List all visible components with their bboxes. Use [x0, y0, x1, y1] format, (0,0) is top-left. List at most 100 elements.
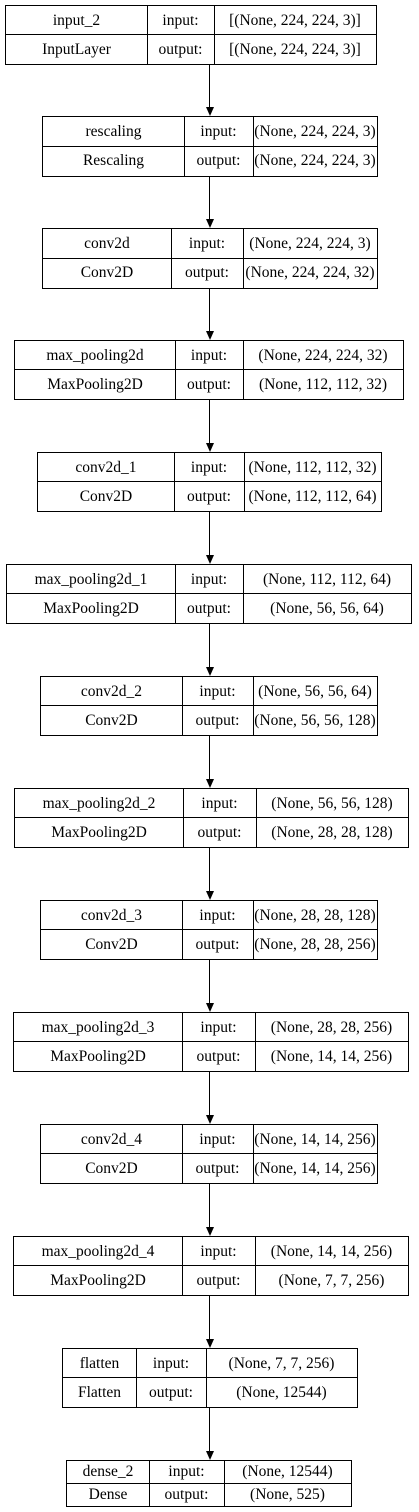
cell-divider	[183, 789, 184, 818]
input-shape: (None, 7, 7, 256)	[228, 1354, 335, 1372]
cell-divider	[184, 146, 185, 176]
input-label: input:	[201, 794, 238, 812]
input-shape: (None, 28, 28, 128)	[254, 906, 376, 924]
input-label: input:	[168, 1463, 205, 1481]
input-label: input:	[162, 11, 199, 29]
output-label: output:	[158, 40, 203, 58]
layer-type: Conv2D	[80, 264, 134, 282]
layer-row-output: Conv2D output: (None, 56, 56, 128)	[41, 705, 377, 735]
output-shape: (None, 28, 28, 256)	[254, 935, 376, 953]
connector-line	[209, 960, 210, 1003]
cell-divider	[256, 818, 257, 847]
output-shape: (None, 28, 28, 128)	[271, 823, 393, 841]
cell-divider	[253, 1154, 254, 1183]
output-shape: (None, 224, 224, 32)	[245, 264, 375, 282]
cell-divider	[253, 117, 254, 147]
layer-name: conv2d_1	[75, 458, 137, 476]
output-label: output:	[187, 487, 231, 505]
output-shape: (None, 525)	[250, 1485, 325, 1503]
cell-divider	[255, 1013, 256, 1042]
connector-line	[209, 65, 210, 107]
layer-type: Rescaling	[82, 152, 145, 170]
input-label: input:	[190, 570, 228, 588]
output-label: output:	[196, 152, 241, 170]
output-label: output:	[196, 1271, 241, 1289]
layer-name: max_pooling2d_3	[41, 1018, 155, 1036]
cell-divider	[182, 1042, 183, 1071]
cell-divider	[147, 6, 148, 35]
input-shape: (None, 14, 14, 256)	[270, 1242, 393, 1260]
layer-name: rescaling	[85, 122, 142, 140]
cell-divider	[255, 1042, 256, 1071]
output-shape: (None, 14, 14, 256)	[254, 1159, 376, 1177]
output-label: output:	[185, 264, 229, 282]
connector-line	[209, 1072, 210, 1115]
layer-name: dense_2	[82, 1463, 134, 1481]
input-label: input:	[199, 1130, 236, 1148]
cell-divider	[214, 35, 215, 64]
arrow-head-icon	[205, 331, 214, 340]
output-shape: (None, 14, 14, 256)	[270, 1047, 393, 1065]
input-label: input:	[200, 1018, 237, 1036]
layer-name: max_pooling2d	[46, 346, 144, 364]
cell-divider	[243, 229, 244, 259]
cell-divider	[253, 1125, 254, 1154]
output-label: output:	[195, 711, 240, 729]
cell-divider	[253, 901, 254, 930]
cell-divider	[175, 565, 176, 594]
cell-divider	[174, 482, 175, 511]
cell-divider	[243, 341, 244, 370]
layer-name: max_pooling2d_4	[41, 1242, 155, 1260]
cell-divider	[244, 482, 245, 511]
cell-divider	[182, 1013, 183, 1042]
layer-row-output: MaxPooling2D output: (None, 14, 14, 256)	[14, 1041, 408, 1071]
output-shape: (None, 12544)	[236, 1383, 327, 1401]
connector-line	[209, 1408, 210, 1451]
output-label: output:	[187, 599, 231, 617]
cell-divider	[243, 594, 244, 623]
cell-divider	[253, 706, 254, 735]
cell-divider	[224, 1461, 225, 1484]
connector-line	[209, 400, 210, 443]
layer-type: Conv2D	[85, 1159, 138, 1177]
input-shape: (None, 112, 112, 32)	[248, 458, 377, 476]
output-shape: (None, 224, 224, 3)	[254, 152, 376, 170]
layer-name: flatten	[79, 1354, 120, 1372]
output-label: output:	[196, 1047, 241, 1065]
layer-type: MaxPooling2D	[50, 1047, 146, 1065]
input-shape: [(None, 224, 224, 3)]	[229, 11, 361, 29]
cell-divider	[255, 1266, 256, 1295]
cell-divider	[184, 117, 185, 147]
output-shape: (None, 56, 56, 128)	[254, 711, 376, 729]
output-label: output:	[164, 1485, 209, 1503]
cell-divider	[149, 1483, 150, 1506]
layer-type: Conv2D	[85, 935, 138, 953]
layer-type: Conv2D	[79, 487, 133, 505]
layer-type: MaxPooling2D	[43, 599, 139, 617]
cell-divider	[136, 1378, 137, 1407]
arrow-head-icon	[205, 555, 214, 564]
layer-type: MaxPooling2D	[47, 375, 143, 393]
input-shape: (None, 112, 112, 64)	[263, 570, 391, 588]
cell-divider	[182, 930, 183, 959]
cell-divider	[175, 594, 176, 623]
cell-divider	[149, 1461, 150, 1484]
layer-type: Conv2D	[85, 711, 138, 729]
